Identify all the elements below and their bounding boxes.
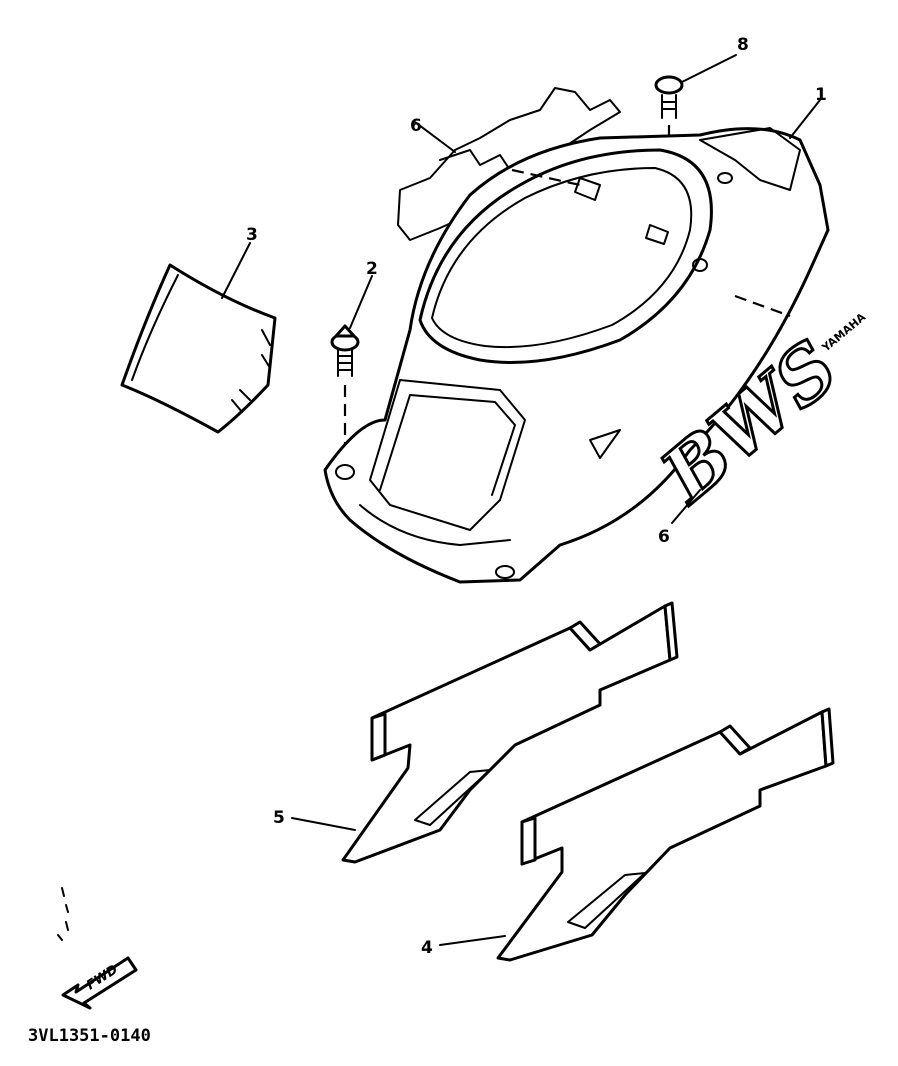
callout-1: 1	[815, 85, 827, 105]
part-2-screw	[330, 324, 360, 377]
leader-4	[439, 935, 506, 946]
fwd-arrow-icon: FWD	[57, 887, 138, 1010]
leader-6-upper	[414, 121, 456, 153]
callout-5: 5	[273, 808, 285, 828]
callout-8: 8	[737, 35, 749, 55]
leader-2	[349, 275, 373, 329]
leader-5	[291, 817, 356, 831]
part-code: 3VL1351-0140	[28, 1026, 151, 1046]
callout-6-lower: 6	[658, 527, 670, 547]
callout-6-upper: 6	[410, 116, 422, 136]
callout-4: 4	[421, 938, 433, 958]
part-1-main-cover	[323, 127, 830, 584]
part-8-screw	[654, 75, 684, 119]
part-4-stripe-decal	[496, 707, 835, 962]
leader-6-lower	[671, 489, 701, 524]
dash-6-upper	[511, 168, 581, 187]
callout-2: 2	[366, 259, 378, 279]
part-3-inner-panel	[120, 263, 277, 434]
dash-6-lower	[734, 294, 791, 318]
brand-tag-text: YAMAHA	[819, 310, 869, 355]
leader-8	[681, 54, 737, 83]
leader-1	[789, 99, 821, 139]
part-5-stripe-decal	[341, 601, 679, 864]
callout-3: 3	[246, 225, 258, 245]
part-6-brand-tag: YAMAHA	[819, 310, 869, 355]
leader-3	[221, 242, 251, 299]
